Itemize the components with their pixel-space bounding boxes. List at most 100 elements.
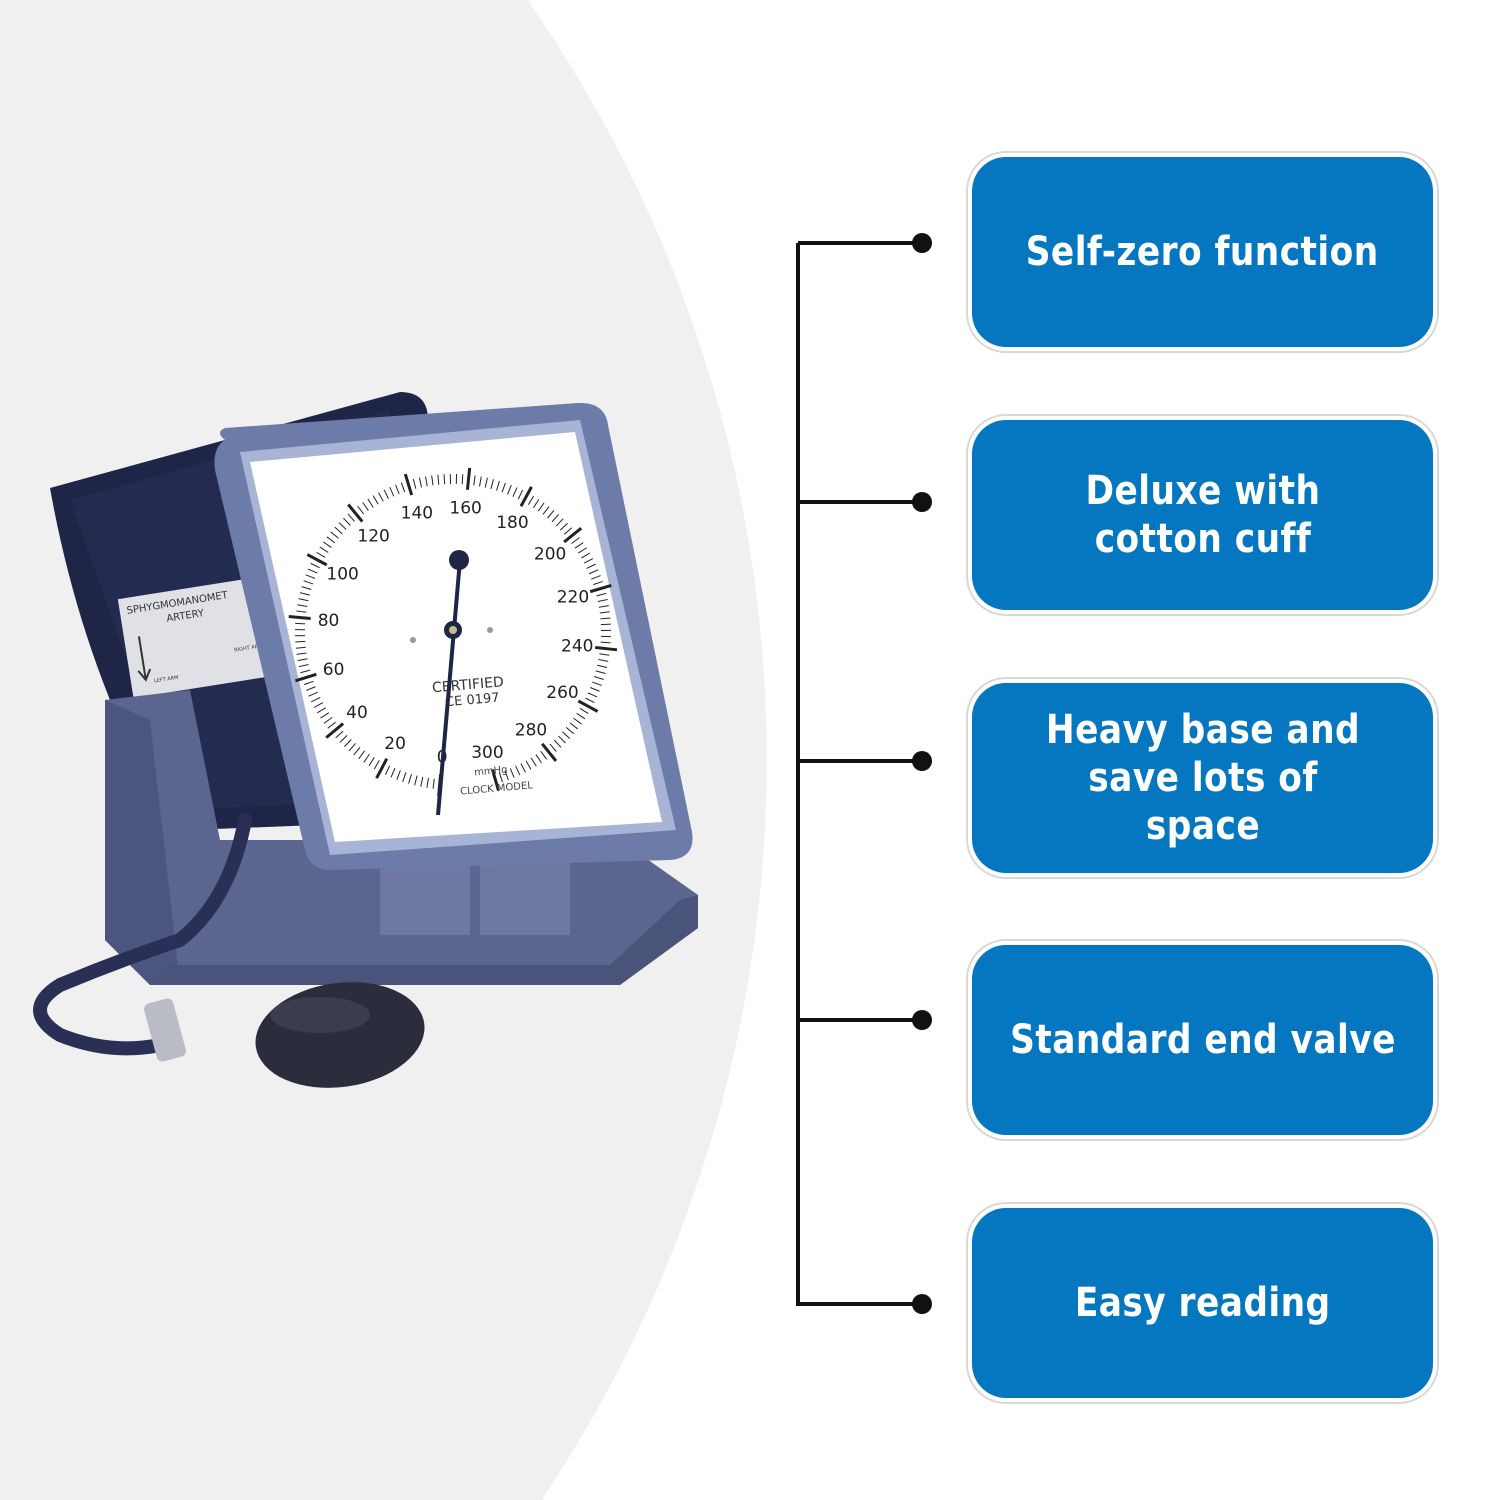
minor-tick bbox=[553, 739, 562, 748]
scale-label: 280 bbox=[515, 721, 547, 741]
minor-tick bbox=[473, 475, 476, 486]
cuff-label-right: RIGHT ARM bbox=[234, 643, 263, 653]
scale-label: 80 bbox=[318, 611, 340, 631]
connector-dot bbox=[912, 751, 932, 771]
minor-tick bbox=[390, 767, 396, 778]
minor-tick bbox=[437, 474, 440, 485]
scale-label: 100 bbox=[326, 564, 358, 584]
minor-tick bbox=[507, 484, 512, 495]
feature-label: Deluxe with cotton cuff bbox=[1085, 468, 1320, 562]
ce-mark: CE 0197 bbox=[445, 691, 501, 711]
minor-tick bbox=[591, 575, 601, 580]
minor-tick bbox=[576, 712, 586, 720]
major-tick bbox=[490, 769, 500, 792]
minor-tick bbox=[569, 722, 579, 730]
minor-tick bbox=[557, 735, 566, 744]
minor-tick bbox=[595, 670, 606, 675]
minor-tick bbox=[368, 757, 375, 767]
minor-tick bbox=[535, 754, 542, 764]
minor-tick bbox=[425, 476, 428, 487]
minor-tick bbox=[562, 731, 571, 739]
minor-tick bbox=[395, 484, 400, 495]
minor-tick bbox=[431, 475, 434, 486]
minor-tick bbox=[590, 687, 600, 692]
minor-tick bbox=[583, 558, 594, 564]
minor-tick bbox=[600, 641, 611, 644]
scale-label: 40 bbox=[346, 703, 368, 723]
minor-tick bbox=[348, 743, 356, 752]
minor-tick bbox=[362, 502, 369, 511]
minor-tick bbox=[402, 772, 407, 782]
minor-tick bbox=[347, 513, 355, 522]
major-tick bbox=[288, 614, 311, 621]
minor-tick bbox=[295, 622, 306, 625]
feature-label: Standard end valve bbox=[1009, 1017, 1396, 1063]
minor-tick bbox=[537, 502, 545, 512]
minor-tick bbox=[504, 770, 509, 781]
minor-tick bbox=[353, 746, 361, 756]
minor-tick bbox=[600, 617, 611, 620]
scale-label: 120 bbox=[357, 526, 389, 546]
major-tick bbox=[595, 645, 618, 652]
minor-tick bbox=[571, 537, 580, 544]
major-tick bbox=[347, 503, 364, 523]
minor-tick bbox=[372, 495, 379, 505]
minor-tick bbox=[515, 765, 521, 776]
minor-tick bbox=[593, 580, 603, 586]
minor-tick bbox=[400, 482, 406, 493]
minor-tick bbox=[296, 652, 307, 655]
feature-label: Easy reading bbox=[1074, 1280, 1331, 1326]
minor-tick bbox=[303, 580, 314, 585]
connector-dot bbox=[912, 492, 932, 512]
minor-tick bbox=[509, 768, 515, 778]
scale-label: 300 bbox=[471, 743, 503, 763]
minor-tick bbox=[316, 707, 327, 714]
feature-label: Self-zero function bbox=[1026, 229, 1379, 275]
valve bbox=[144, 998, 186, 1062]
minor-tick bbox=[298, 663, 309, 668]
major-tick bbox=[519, 486, 533, 507]
feature-box-heavy-base: Heavy base and save lots of space bbox=[972, 683, 1433, 873]
minor-tick bbox=[335, 730, 344, 739]
minor-tick bbox=[501, 482, 506, 493]
minor-tick bbox=[549, 743, 557, 752]
minor-tick bbox=[597, 664, 608, 668]
minor-tick bbox=[555, 518, 564, 527]
scale-label: 200 bbox=[534, 544, 566, 564]
minor-tick bbox=[298, 598, 309, 602]
minor-tick bbox=[528, 495, 535, 505]
minor-tick bbox=[579, 707, 589, 714]
scale-label: 180 bbox=[496, 513, 528, 533]
feature-box-easy-reading: Easy reading bbox=[972, 1208, 1433, 1398]
minor-tick bbox=[597, 598, 608, 603]
minor-tick bbox=[599, 611, 610, 614]
major-tick bbox=[577, 699, 599, 713]
minor-tick bbox=[551, 514, 560, 523]
minor-tick bbox=[373, 760, 380, 770]
minor-tick bbox=[420, 776, 424, 787]
minor-tick bbox=[357, 505, 365, 515]
minor-tick bbox=[343, 517, 351, 526]
feature-box-end-valve: Standard end valve bbox=[972, 945, 1433, 1135]
minor-tick bbox=[563, 527, 573, 535]
major-tick bbox=[563, 526, 583, 544]
minor-tick bbox=[498, 772, 503, 783]
minor-tick bbox=[587, 692, 598, 698]
major-tick bbox=[375, 758, 389, 779]
minor-tick bbox=[414, 775, 418, 786]
scale-label: 140 bbox=[401, 503, 433, 523]
cuff-label: SPHYGMOMANOMET ARTERY LEFT ARM RIGHT ARM bbox=[117, 577, 272, 698]
major-tick bbox=[306, 553, 328, 567]
minor-tick bbox=[565, 726, 575, 735]
minor-tick bbox=[432, 778, 435, 789]
minor-tick bbox=[490, 479, 494, 490]
minor-tick bbox=[339, 735, 348, 743]
cuff-label-left: LEFT ARM bbox=[154, 675, 179, 685]
minor-tick bbox=[479, 476, 482, 487]
minor-tick bbox=[311, 696, 321, 703]
sphygmomanometer-image: SPHYGMOMANOMET ARTERY LEFT ARM RIGHT ARM… bbox=[33, 392, 698, 1088]
tube bbox=[33, 813, 252, 1056]
minor-tick bbox=[542, 506, 550, 515]
minor-tick bbox=[326, 536, 336, 544]
minor-tick bbox=[319, 546, 329, 553]
